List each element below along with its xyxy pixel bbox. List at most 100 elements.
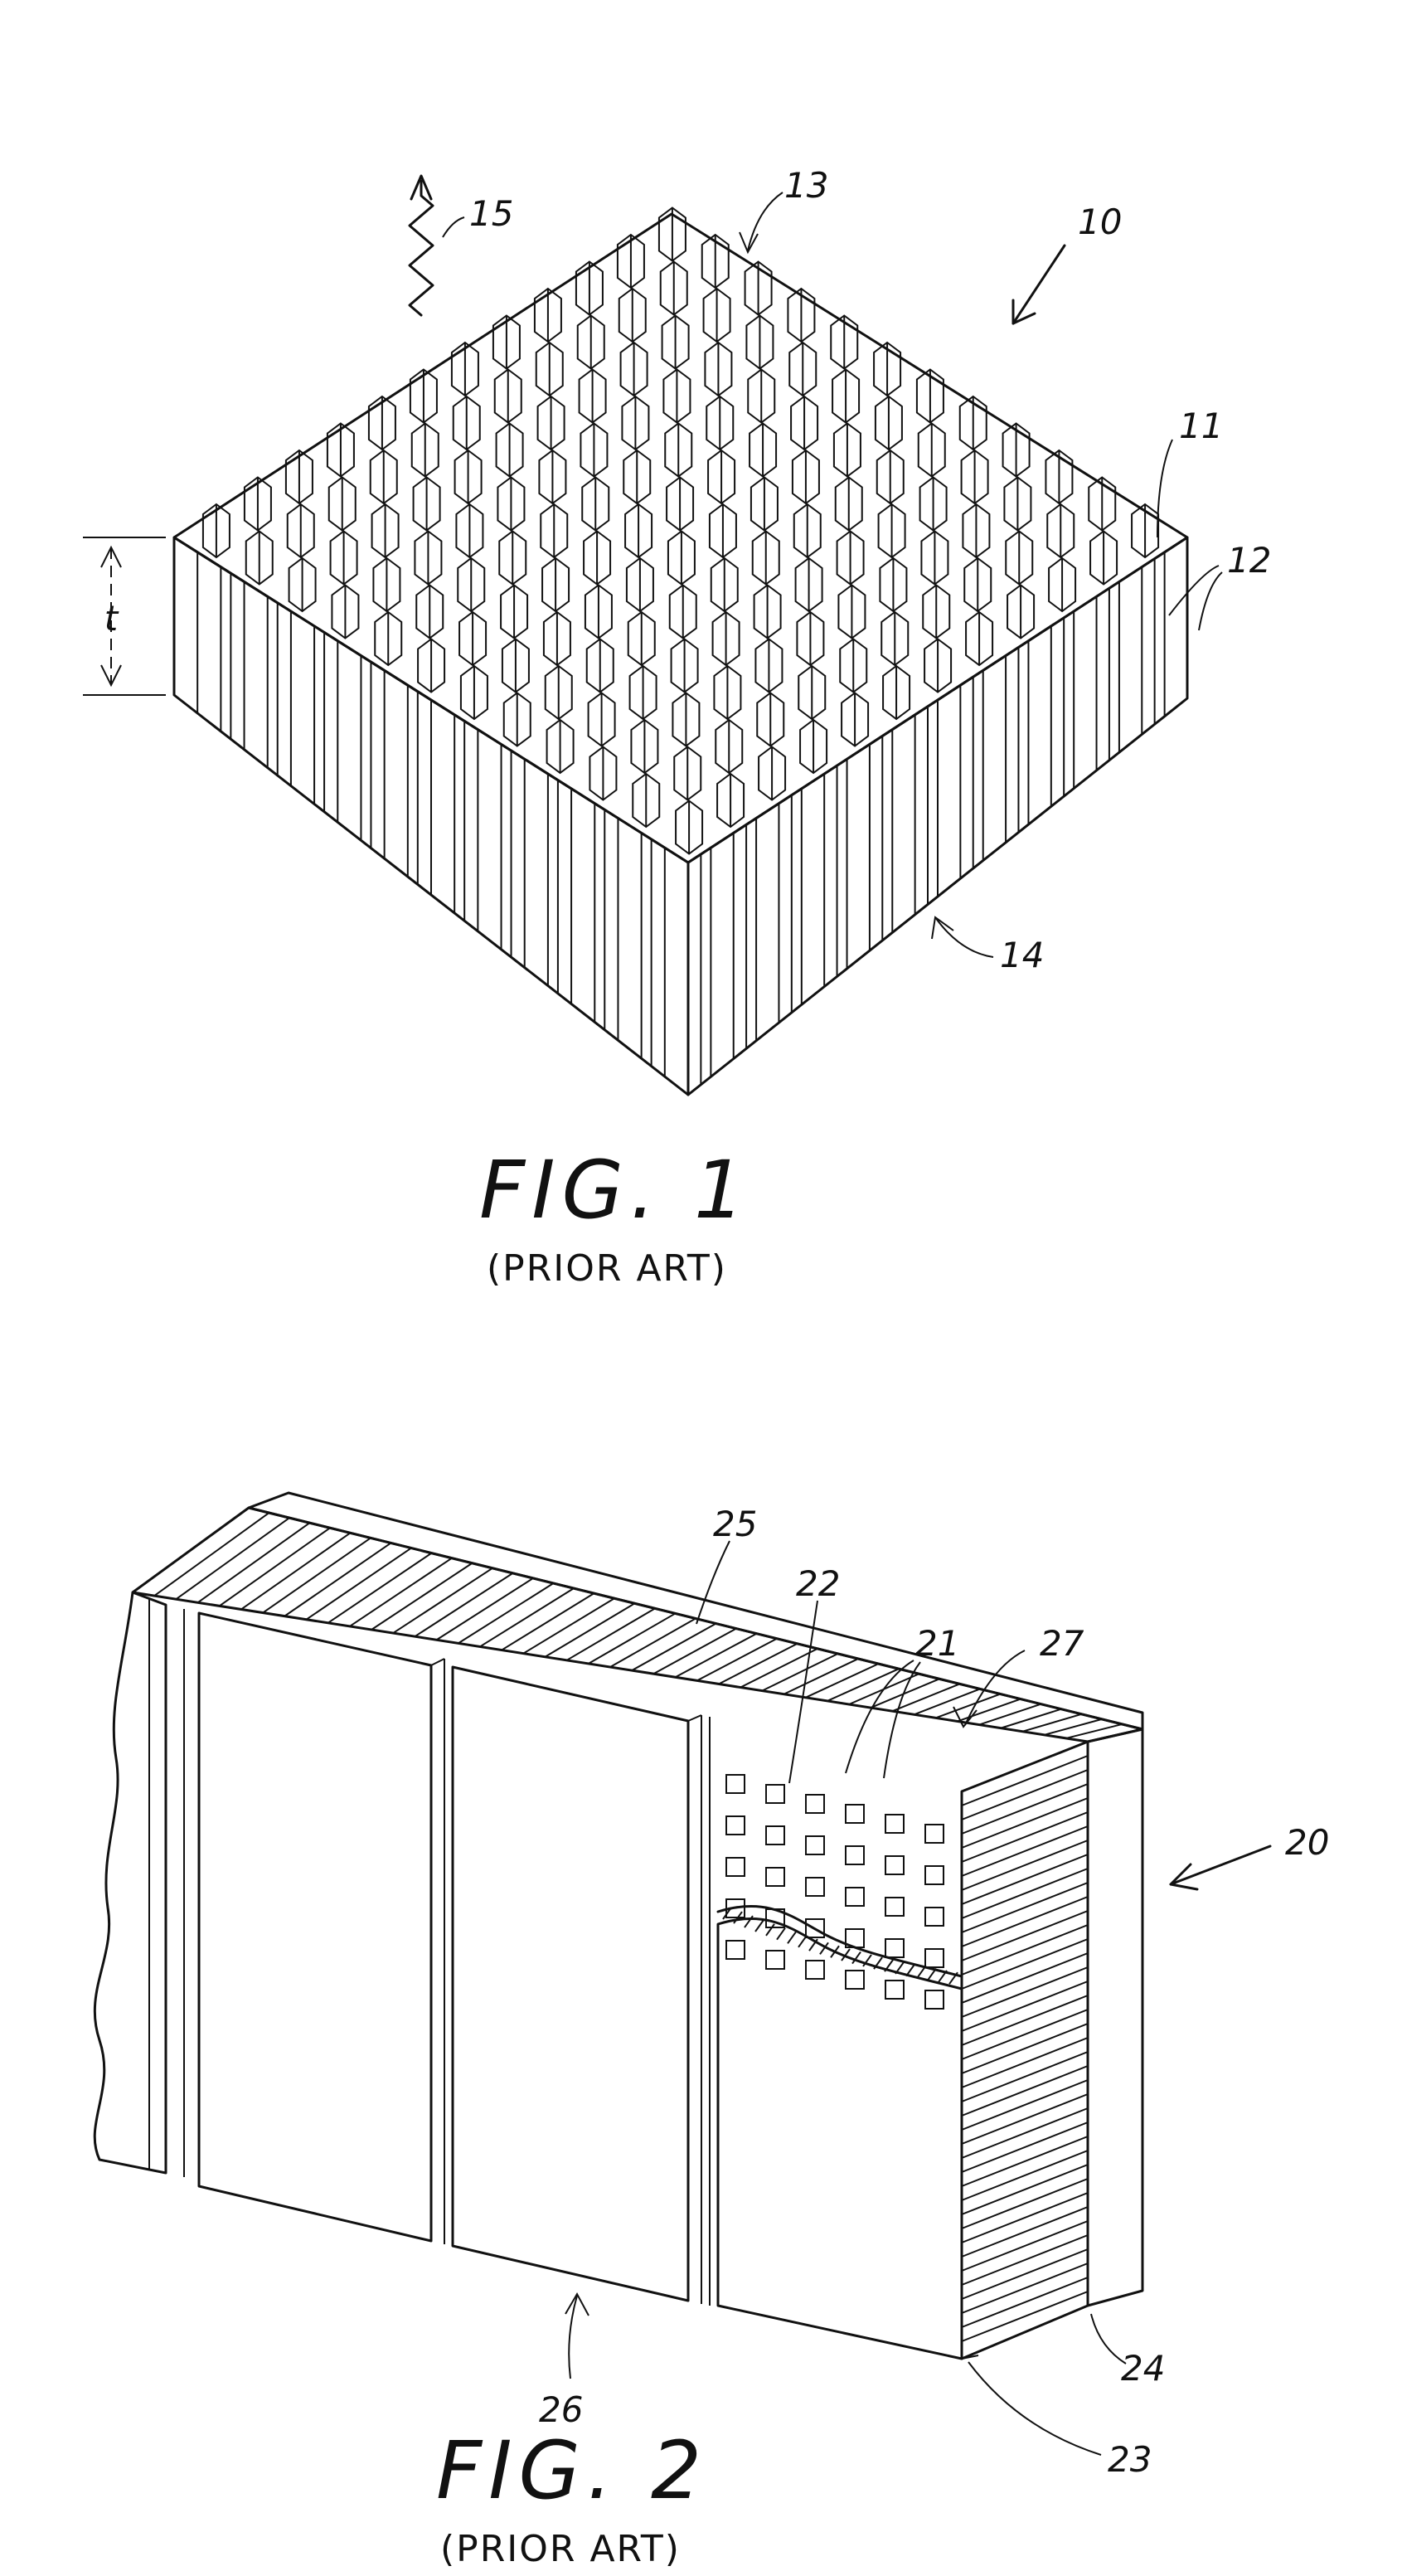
fig1-label-11: 11 [1179,406,1223,446]
fig1-leader-12b [1199,572,1222,630]
fig2-top-sheet [249,1493,1142,1729]
fig2-core-stripe [762,1654,837,1691]
fig2-leader-21b [884,1662,920,1778]
fig2-side-stripe [962,2094,1088,2144]
fig2-core-cell [726,1775,745,1793]
fig2-core-stripe [979,1704,1041,1725]
fig2-core-cell [766,1826,784,1845]
fig1-thickness-dimension [83,537,166,695]
fig2-side-stripe [962,2136,1088,2186]
fig2-label-27: 27 [1040,1623,1084,1664]
fig2-core-stripe [914,1689,980,1714]
fig2-core-cell [806,1836,824,1854]
fig2-back-sheet-edge [1088,1729,1142,2306]
fig1-label-14: 14 [1000,935,1044,975]
fig2-core-stripe [306,1548,411,1620]
fig2-leader-23 [968,2362,1101,2455]
fig2-core-cell [885,1939,904,1957]
fig2-caption: (PRIOR ART) [440,2528,681,2570]
fig2-side-stripe [962,1840,1088,1890]
fig2-hatch-line [917,1966,925,1978]
fig2-side-stripe [962,1869,1088,1918]
fig2-hatch-line [755,1920,764,1932]
fig2-core-stripe [567,1608,655,1660]
fig2-core-stripe [220,1528,330,1606]
fig2-label-21: 21 [915,1623,959,1664]
fig2-side-stripe [962,1939,1088,1989]
fig1-label-12: 12 [1227,540,1271,581]
fig2-side-stripe [962,1953,1088,2003]
fig2-face-panel-1 [199,1613,431,2241]
fig2-right-core-stripes [962,1756,1088,2341]
fig2-core-stripe [1001,1709,1061,1728]
fig2-core-stripe [523,1598,614,1653]
fig2-side-stripe [962,2122,1088,2172]
fig2-core-stripe [783,1659,858,1694]
fig2-core-cell [766,1868,784,1886]
fig2-side-stripe [962,2165,1088,2214]
fig2-side-stripe [962,1967,1088,2017]
fig2-side-stripe [962,2221,1088,2271]
fig2-side-stripe [962,2193,1088,2243]
fig2-core-stripe [806,1664,879,1698]
fig2-hatch-line [928,1969,936,1981]
fig1-leader-10 [1013,245,1065,323]
fig2-side-stripe [962,2108,1088,2158]
fig2-core-cell [885,1981,904,1999]
fig2-core-stripe [263,1538,371,1612]
fig2-core-cell [846,1971,864,1989]
fig2-side-stripe [962,1911,1088,1961]
fig2-core-cell [806,1961,824,1979]
fig2-core-cell [726,1816,745,1835]
fig2-side-stripe [962,2207,1088,2257]
fig2-core-stripe [502,1593,594,1650]
fig2-core-cell [846,1888,864,1906]
fig2-panel-assembly [95,1493,1142,2359]
fig2-core-cell [885,1815,904,1833]
fig2-side-stripe [962,2179,1088,2228]
fig1-arrowhead-13 [740,232,758,252]
fig2-side-stripe [962,1883,1088,1932]
fig2-core-stripe [458,1583,554,1643]
fig2-label-20: 20 [1285,1822,1329,1863]
fig2-side-stripe [962,1826,1088,1876]
fig1-label-10: 10 [1078,202,1122,242]
fig1-hex-cells [203,208,1158,854]
fig1-caption: (PRIOR ART) [487,1247,727,1290]
fig2-side-stripe [962,2263,1088,2313]
fig2-side-stripe [962,2292,1088,2341]
fig2-side-stripe [962,1756,1088,1806]
fig2-side-stripe [962,1897,1088,1947]
fig2-side-stripe [962,1812,1088,1862]
fig2-core-stripe [958,1699,1021,1722]
fig2-hatch-line [906,1965,914,1976]
fig2-core-top-band [133,1508,1142,1742]
fig2-title: FIG. 2 [436,2424,708,2517]
fig2-label-22: 22 [796,1563,840,1604]
fig2-core-stripe [545,1603,634,1656]
fig2-side-stripe [962,1925,1088,1975]
fig2-label-25: 25 [713,1504,757,1544]
fig2-core-cell [846,1846,864,1864]
fig2-side-stripe [962,1784,1088,1834]
fig2-core-stripes [154,1513,1122,1738]
fig2-core-cell [726,1941,745,1959]
fig1-wave-arrow [410,176,433,315]
fig2-core-cell [766,1951,784,1969]
fig2-core-stripe [328,1553,432,1623]
fig2-face-panel-3-cut [718,1918,962,2359]
fig2-core-stripe [350,1558,452,1626]
fig2-side-stripe [962,1854,1088,1904]
fig2-core-cell [925,1990,944,2009]
fig2-core-cell [806,1878,824,1896]
fig1-label-t: t [104,598,119,639]
fig1-leader-12a [1169,566,1219,615]
fig2-side-stripe [962,2080,1088,2130]
fig2-face-panel-2 [453,1667,688,2301]
fig2-core-stripe [198,1523,310,1602]
fig1-label-13: 13 [784,165,828,206]
fig2-core-cell-grid [726,1775,944,2009]
fig1-leader-15 [443,217,464,237]
fig2-left-broken-edge [95,1592,166,2173]
